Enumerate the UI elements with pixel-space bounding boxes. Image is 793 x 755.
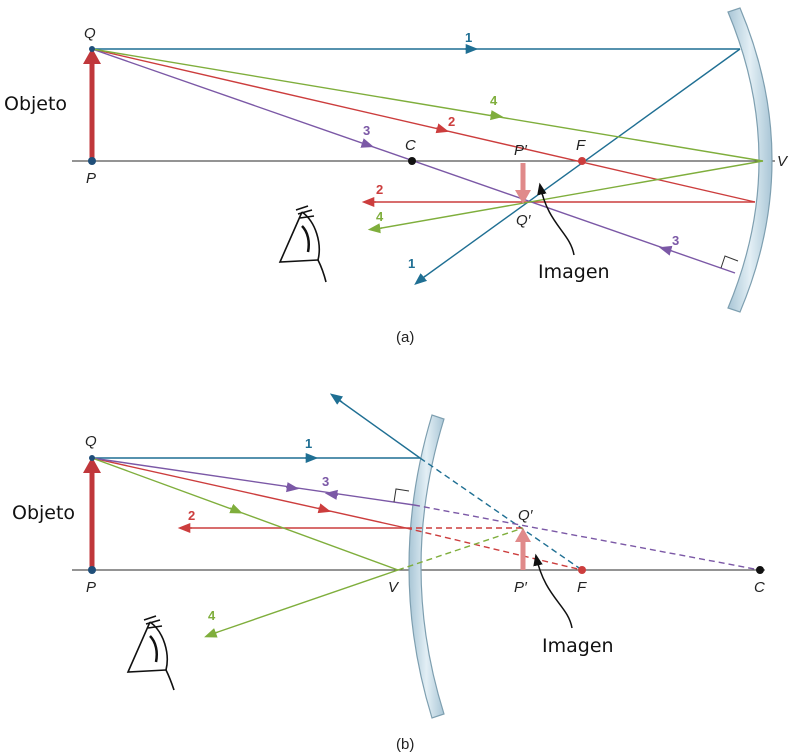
label-C-a: C bbox=[405, 137, 416, 154]
ray-number-1-top-a: 1 bbox=[465, 30, 472, 45]
convex-mirror-b bbox=[408, 414, 445, 719]
label-Q-prime-a: Q′ bbox=[516, 212, 532, 229]
label-P-prime-a: P′ bbox=[514, 142, 528, 159]
ray-4-reflected-b bbox=[211, 569, 399, 635]
point-Q-b bbox=[89, 455, 95, 461]
object-arrowhead-a bbox=[83, 48, 101, 64]
label-P-b: P bbox=[86, 579, 96, 596]
ray-3-virtual-b bbox=[413, 504, 761, 571]
caption-a: (a) bbox=[396, 329, 414, 346]
panel-a: Q P C F V P′ Q′ Objeto Imagen 1 1 2 2 3 … bbox=[4, 7, 789, 346]
ray-4-incident-a bbox=[91, 48, 764, 162]
label-P-a: P bbox=[86, 170, 96, 187]
panel-b: Q P V P′ Q′ F C Objeto Imagen 1 2 3 4 (b… bbox=[12, 393, 765, 753]
caption-b: (b) bbox=[396, 736, 414, 753]
point-Q-a bbox=[89, 46, 95, 52]
ray-1-reflected-arrow-b bbox=[329, 393, 344, 405]
point-F-b bbox=[578, 566, 586, 574]
ray-number-2-bottom-a: 2 bbox=[376, 182, 383, 197]
ray-number-2-top-a: 2 bbox=[448, 114, 455, 129]
ray-4-arrow-a bbox=[489, 110, 504, 121]
label-V-a: V bbox=[777, 153, 789, 170]
label-F-b: F bbox=[577, 579, 587, 596]
ray-3-return-arrow-a bbox=[658, 245, 673, 256]
object-arrowhead-b bbox=[83, 457, 101, 473]
image-pointer-a bbox=[537, 182, 575, 256]
image-label-a: Imagen bbox=[538, 261, 610, 283]
ray-3-incident-b bbox=[91, 457, 415, 506]
ray-1-reflected-a bbox=[419, 48, 741, 281]
ray-4-reflected-arrow-b bbox=[204, 628, 219, 638]
ray-number-2-b: 2 bbox=[188, 508, 195, 523]
ray-2-virtual-b bbox=[405, 527, 583, 571]
object-label-a: Objeto bbox=[4, 93, 67, 115]
point-P-b bbox=[88, 566, 96, 574]
ray-2-incident-a bbox=[91, 48, 756, 203]
ray-2-arrow-a bbox=[435, 123, 450, 134]
ray-number-4-b: 4 bbox=[208, 608, 216, 623]
label-Q-prime-b: Q′ bbox=[518, 507, 534, 524]
ray-4-incident-b bbox=[91, 457, 399, 571]
ray-1-reflected-arrow-a bbox=[414, 273, 428, 286]
eye-icon bbox=[278, 205, 327, 283]
ray-number-4-bottom-a: 4 bbox=[376, 209, 384, 224]
label-P-prime-b: P′ bbox=[514, 579, 528, 596]
ray-4-virtual-b bbox=[397, 527, 524, 571]
ray-3-arrow-a bbox=[360, 138, 374, 148]
label-C-b: C bbox=[754, 579, 765, 596]
label-Q-b: Q bbox=[85, 433, 97, 450]
ray-number-4-top-a: 4 bbox=[490, 93, 498, 108]
image-arrowhead-a bbox=[515, 190, 531, 204]
ray-4-reflected-a bbox=[375, 160, 764, 230]
ray-number-1-bottom-a: 1 bbox=[408, 256, 415, 271]
ray-1-virtual-b bbox=[419, 457, 583, 571]
point-C-b bbox=[756, 566, 764, 574]
point-F-a bbox=[578, 157, 586, 165]
image-pointer-b bbox=[533, 553, 573, 629]
ray-4-reflected-arrow-a bbox=[367, 223, 383, 234]
ray-2-arrow-b bbox=[317, 503, 332, 514]
image-arrowhead-b bbox=[515, 528, 531, 542]
ray-number-3-bottom-a: 3 bbox=[672, 233, 679, 248]
ray-1-reflected-b bbox=[335, 397, 421, 459]
label-V-b: V bbox=[388, 579, 400, 596]
ray-3-return-arrow-b bbox=[324, 489, 339, 500]
object-label-b: Objeto bbox=[12, 502, 75, 524]
concave-mirror-a bbox=[727, 7, 773, 313]
label-F-a: F bbox=[576, 137, 586, 154]
ray-3-arrow-b bbox=[285, 482, 300, 493]
eye-icon-b bbox=[126, 615, 175, 691]
image-label-b: Imagen bbox=[542, 635, 614, 657]
right-angle-mark-a bbox=[720, 255, 739, 269]
ray-2-incident-b bbox=[91, 457, 407, 529]
label-Q-a: Q bbox=[84, 25, 96, 42]
ray-number-1-b: 1 bbox=[305, 436, 312, 451]
ray-4-arrow-b bbox=[229, 503, 243, 514]
ray-number-3-top-a: 3 bbox=[363, 123, 370, 138]
point-P-a bbox=[88, 157, 96, 165]
ray-number-3-b: 3 bbox=[322, 474, 329, 489]
point-C-a bbox=[408, 157, 416, 165]
right-angle-mark-b bbox=[393, 488, 410, 503]
